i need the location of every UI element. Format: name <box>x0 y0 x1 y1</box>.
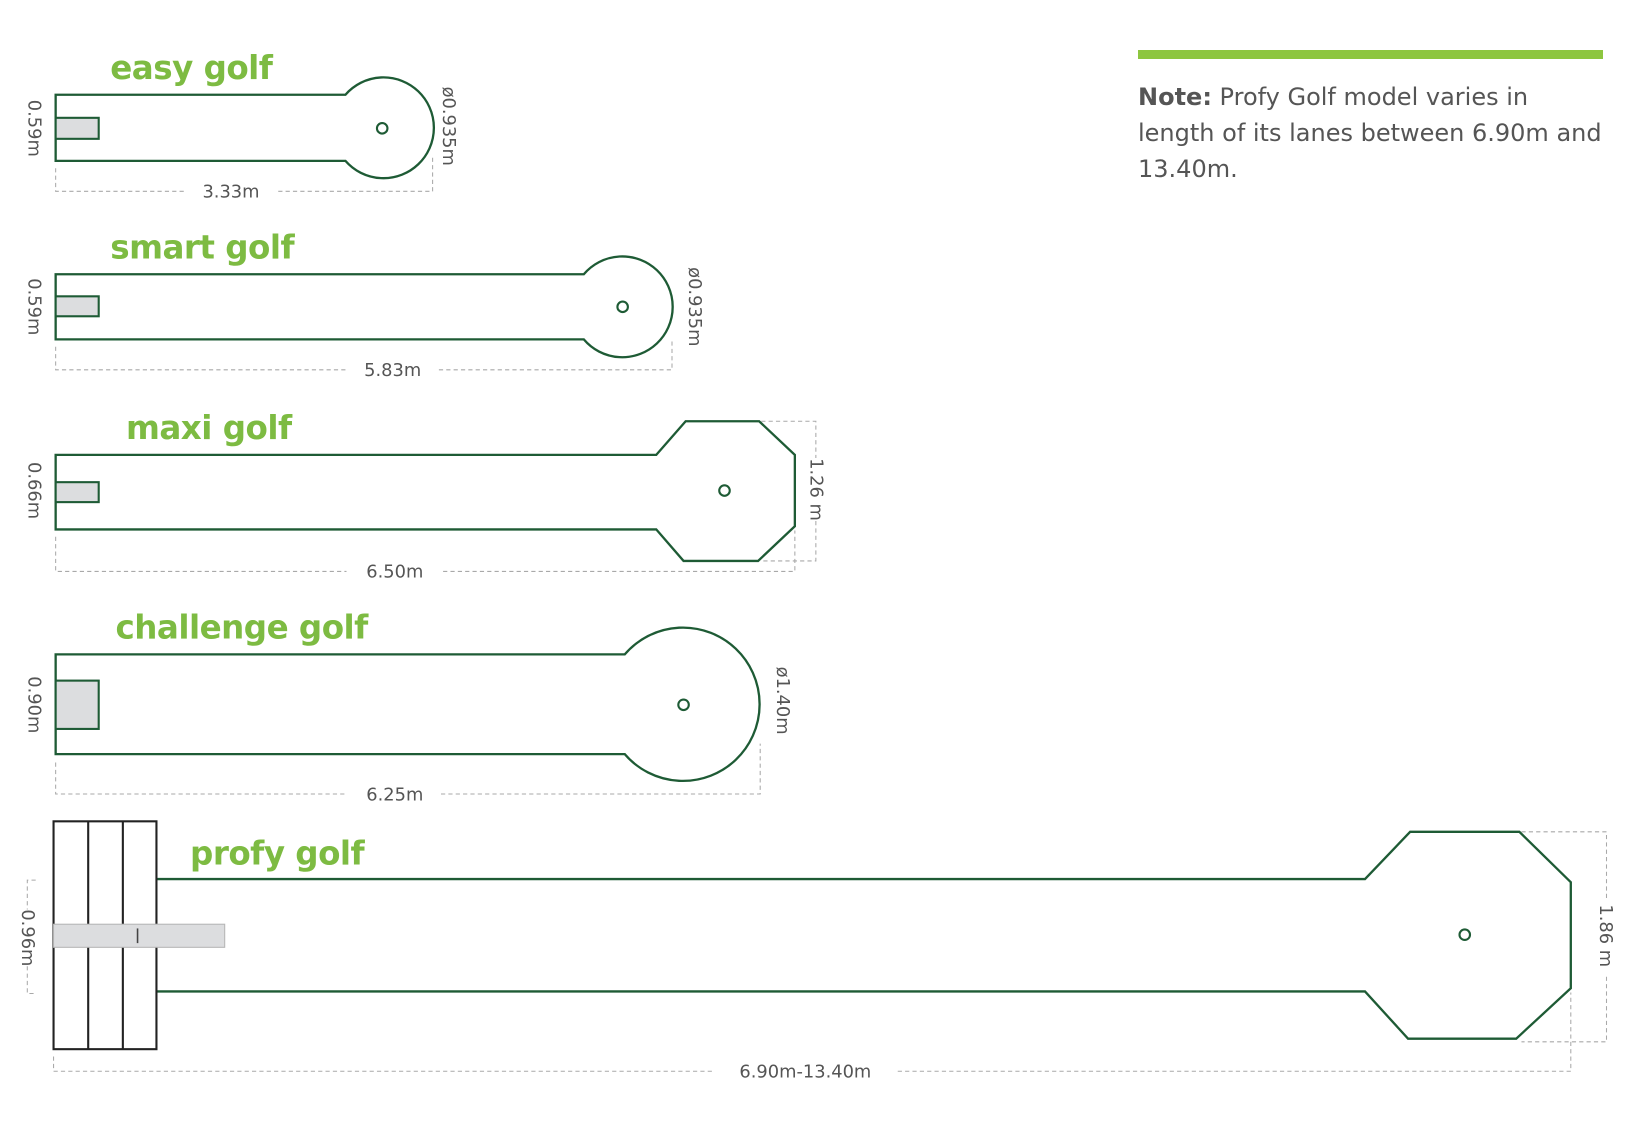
hole-icon <box>718 484 731 497</box>
lane-profy-golf: profy golf 0.96m 1.86 m 6.90m-13.40m <box>17 820 1616 1083</box>
tee-pad <box>54 295 100 318</box>
tee-pad <box>54 116 100 140</box>
tee-pad <box>53 923 226 948</box>
hole-icon <box>1458 928 1472 942</box>
lane-title: smart golf <box>110 229 295 267</box>
length-dimension-line <box>55 530 796 572</box>
note-label: Note: <box>1138 83 1212 111</box>
lane-outline <box>54 76 436 180</box>
note-text: Note: Profy Golf model varies in length … <box>1138 79 1608 187</box>
end-size-dimension-line <box>761 420 817 562</box>
lane-title: profy golf <box>190 834 366 872</box>
length-dimension-line <box>55 157 434 192</box>
length-label: 6.25m <box>366 784 423 805</box>
width-label: 0.66m <box>23 462 44 519</box>
note-box: Note: Profy Golf model varies in length … <box>1138 50 1608 187</box>
width-label: 0.90m <box>23 676 44 733</box>
width-label: 0.59m <box>23 100 44 157</box>
width-label: 0.59m <box>23 278 44 335</box>
length-dimension-line <box>53 992 1572 1072</box>
tee-pad <box>54 679 100 730</box>
end-size-dimension-line <box>1521 831 1608 1043</box>
length-label: 3.33m <box>202 182 259 203</box>
note-body: Profy Golf model varies in length of its… <box>1138 83 1602 183</box>
lane-easy-golf: easy golf 0.59m ø0.935m 3.33m <box>23 49 459 203</box>
length-label: 6.50m <box>366 562 423 583</box>
lane-outline <box>54 420 797 563</box>
lane-maxi-golf: maxi golf 0.66m 1.26 m 6.50m <box>23 409 826 583</box>
lane-challenge-golf: challenge golf 0.90m ø1.40m 6.25m <box>23 609 793 806</box>
lane-outline <box>54 255 674 359</box>
end-size-label: ø0.935m <box>438 87 459 166</box>
length-dimension-line <box>55 743 761 795</box>
lane-smart-golf: smart golf 0.59m ø0.935m 5.83m <box>23 229 704 382</box>
hole-icon <box>616 300 629 314</box>
hole-icon <box>375 122 389 135</box>
lane-outline <box>156 830 1572 1040</box>
end-size-label: ø0.935m <box>684 267 705 346</box>
lane-title: easy golf <box>110 49 274 87</box>
length-dimension-line <box>55 338 673 371</box>
lane-title: maxi golf <box>126 409 293 447</box>
lane-title: challenge golf <box>116 609 370 647</box>
width-label: 0.96m <box>17 909 38 966</box>
width-dimension-line <box>26 879 36 995</box>
lane-outline <box>54 626 761 783</box>
tee-pad <box>54 481 100 504</box>
hole-icon <box>677 698 690 712</box>
length-label: 5.83m <box>364 360 421 381</box>
note-accent-bar <box>1138 50 1603 59</box>
end-size-label: 1.86 m <box>1595 904 1616 967</box>
end-size-label: 1.26 m <box>806 458 827 521</box>
length-label: 6.90m-13.40m <box>739 1062 871 1083</box>
end-size-label: ø1.40m <box>772 667 793 735</box>
